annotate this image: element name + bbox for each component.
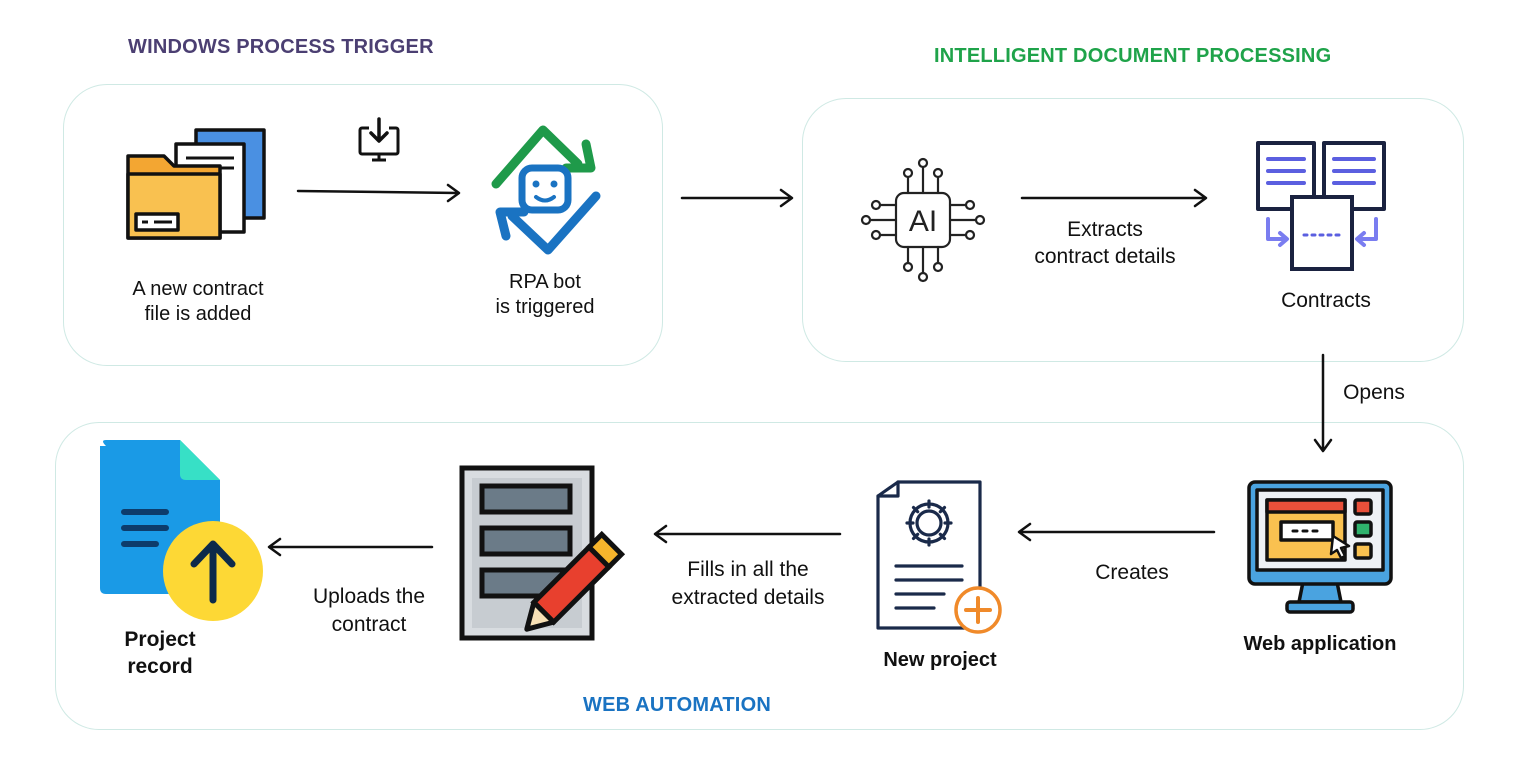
project-record-label: Project record <box>124 628 196 678</box>
idp-heading: INTELLIGENT DOCUMENT PROCESSING <box>934 45 1332 67</box>
rpa-bot-icon <box>491 125 601 255</box>
project-record-upload-icon <box>100 440 263 621</box>
ai-chip-icon: AI <box>860 157 986 283</box>
web-application-label: Web application <box>1243 633 1397 655</box>
form-edit-pencil-icon <box>459 465 626 641</box>
web-automation-panel <box>55 422 1464 730</box>
ai-chip-text: AI <box>909 205 937 238</box>
fills-edge-label: Fills in all the extracted details <box>671 558 825 609</box>
contracts-label: Contracts <box>1281 289 1371 312</box>
creates-edge-label: Creates <box>1095 561 1169 584</box>
web-automation-heading: WEB AUTOMATION <box>583 694 771 716</box>
new-project-label: New project <box>883 649 997 671</box>
contracts-documents-icon <box>1256 141 1386 271</box>
windows-trigger-heading: WINDOWS PROCESS TRIGGER <box>128 36 434 58</box>
new-project-document-icon <box>876 480 1002 634</box>
arrow-newproject-to-form <box>653 524 842 544</box>
web-application-monitor-icon <box>1247 480 1393 614</box>
new-contract-label: A new contract file is added <box>132 278 264 325</box>
uploads-edge-label: Uploads the contract <box>312 585 426 636</box>
arrow-form-to-record <box>267 537 434 557</box>
download-monitor-icon <box>358 117 400 162</box>
folder-files-icon <box>126 128 266 240</box>
arrow-webapp-to-newproject <box>1017 522 1216 542</box>
arrow-trigger-to-idp <box>680 188 794 208</box>
arrow-ai-to-contracts <box>1020 188 1208 208</box>
opens-edge-label: Opens <box>1343 381 1405 404</box>
extracts-edge-label: Extracts contract details <box>1034 218 1176 268</box>
rpa-bot-label: RPA bot is triggered <box>495 271 595 318</box>
arrow-folder-to-bot <box>296 183 461 203</box>
arrow-contracts-to-webapp <box>1313 353 1333 453</box>
